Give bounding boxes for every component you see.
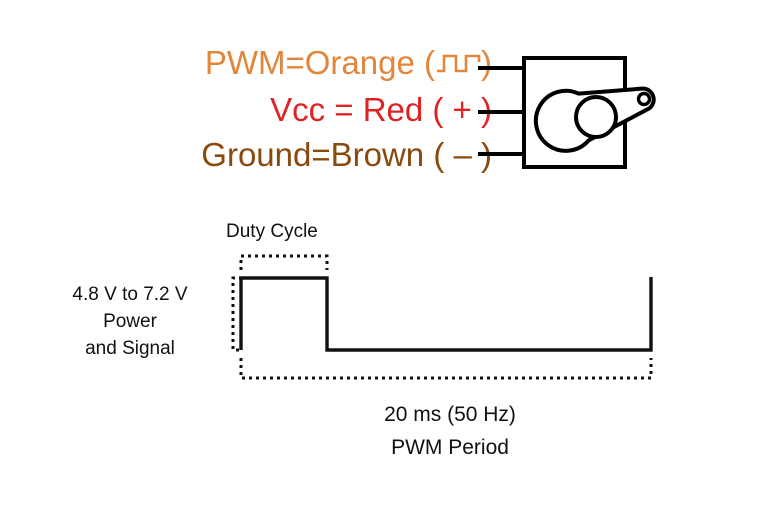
duty-cycle-label: Duty Cycle [226, 221, 318, 242]
pwm-period-label: 20 ms (50 Hz) PWM Period [245, 398, 655, 464]
voltage-amplitude-bracket [231, 276, 242, 352]
voltage-range-label: 4.8 V to 7.2 V Power and Signal [42, 281, 218, 362]
pwm-period-line-2: PWM Period [391, 436, 509, 459]
pwm-signal-trace [239, 276, 653, 352]
legend-line-ground: Ground=Brown ( – ) [0, 132, 500, 177]
wiring-legend: PWM=Orange () Vcc = Red ( + ) Ground=Bro… [0, 40, 500, 177]
voltage-range-line-1: 4.8 V to 7.2 V [72, 284, 188, 305]
duty-cycle-bracket [239, 254, 329, 270]
square-wave-icon [435, 42, 481, 87]
legend-pwm-close: ) [481, 44, 492, 81]
pwm-period-bracket [239, 358, 653, 380]
legend-pwm-text: PWM=Orange ( [204, 44, 435, 81]
voltage-range-line-2: Power [103, 311, 157, 332]
legend-line-pwm: PWM=Orange () [0, 40, 500, 87]
servo-horn-hub-hole [574, 95, 618, 139]
voltage-range-line-3: and Signal [85, 338, 175, 359]
legend-vcc-text: Vcc = Red ( + ) [270, 91, 492, 128]
servo-horn-end-hole [636, 91, 652, 107]
pwm-period-line-1: 20 ms (50 Hz) [384, 403, 516, 426]
servo-motor-graphic [478, 56, 656, 169]
legend-ground-text: Ground=Brown ( – ) [201, 136, 492, 173]
legend-line-vcc: Vcc = Red ( + ) [0, 87, 500, 132]
pwm-waveform-graphic [231, 254, 653, 380]
